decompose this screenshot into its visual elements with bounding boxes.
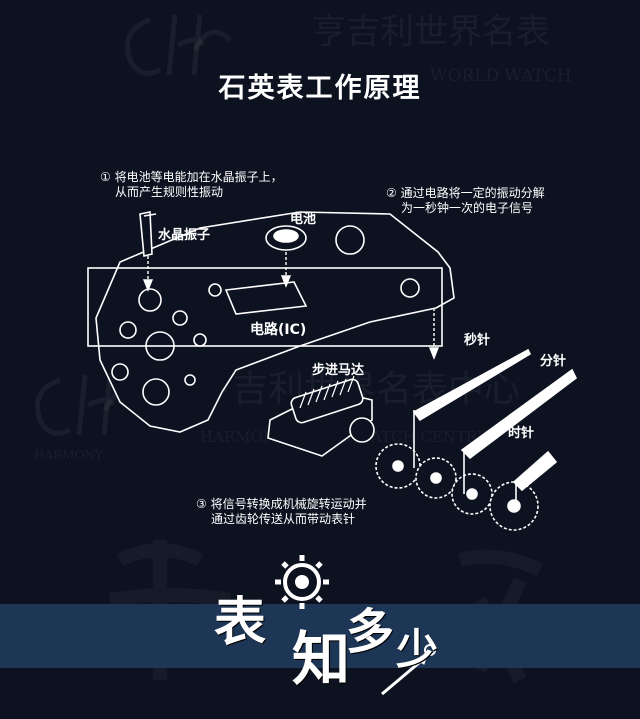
minute-hand-shape <box>460 368 578 460</box>
ic-chip <box>224 281 308 315</box>
logo-char-4: 少 <box>396 625 439 674</box>
plate-hole <box>184 374 196 386</box>
watermark-brand-short: HARMONY <box>34 448 103 462</box>
page-title: 石英表工作原理 <box>218 73 422 104</box>
logo-char-1: 表 <box>214 592 267 653</box>
label-circuit: 电路(IC) <box>250 322 307 338</box>
quartz-crystal <box>139 211 153 258</box>
label-second-hand: 秒针 <box>464 333 491 348</box>
plate-hole <box>335 225 365 255</box>
circuit-frame <box>87 267 443 347</box>
watermark-brand-en-top: WORLD WATCH <box>430 66 572 86</box>
label-battery: 电池 <box>290 212 317 227</box>
logo-char-3: 多 <box>346 604 395 660</box>
plate-hole <box>111 363 129 381</box>
watermark-brand-cn-top: 亨吉利世界名表 <box>312 12 550 52</box>
motor-rotor <box>349 417 375 443</box>
plate-hole <box>208 283 222 297</box>
label-crystal: 水晶振子 <box>158 228 211 243</box>
plate-hole <box>142 378 170 406</box>
plate-hole <box>119 321 137 339</box>
label-minute-hand: 分针 <box>540 354 567 369</box>
label-stepper-motor: 步进马达 <box>312 363 365 378</box>
motor-coil <box>290 378 364 424</box>
plate-hole <box>138 288 162 312</box>
logo-char-2: 知 <box>292 625 351 693</box>
plate-hole <box>400 278 420 298</box>
step-2-text: ② 通过电路将一定的振动分解 为一秒钟一次的电子信号 <box>386 186 545 215</box>
step-3-text: ③ 将信号转换成机械旋转运动并 通过齿轮传送从而带动表针 <box>196 497 367 526</box>
plate-hole <box>172 310 188 326</box>
step-1-text: ① 将电池等电能加在水晶振子上， 从而产生规则性振动 <box>100 170 283 199</box>
second-hand-shape <box>412 348 532 422</box>
footer-band <box>0 604 640 668</box>
hour-hand-shape <box>512 450 558 492</box>
label-hour-hand: 时针 <box>508 426 535 441</box>
